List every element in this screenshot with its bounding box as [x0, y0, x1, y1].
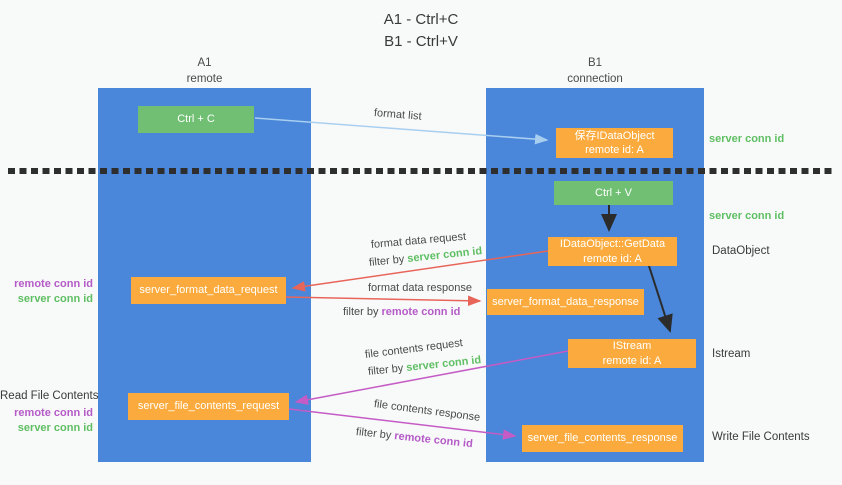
annotation-remote-conn-id: remote conn id	[14, 278, 93, 290]
node-save-idataobject-line1: 保存IDataObject	[574, 129, 655, 142]
node-server-file-contents-request: server_file_contents_request	[128, 393, 289, 420]
annotation-read-file-contents: Read File Contents	[0, 390, 99, 402]
filter-prefix: filter by	[355, 426, 395, 442]
annotation-dataobject: DataObject	[712, 245, 770, 257]
node-idataobject-getdata-line2: remote id: A	[583, 252, 642, 265]
node-server-format-data-response-label: server_format_data_response	[492, 295, 639, 308]
title-line-1: A1 - Ctrl+C	[383, 11, 459, 28]
filter-highlight-remote-conn-id: remote conn id	[393, 430, 474, 451]
label-file-contents-response: file contents response	[373, 398, 481, 424]
node-server-format-data-request: server_format_data_request	[131, 277, 286, 304]
lane-b1-title: B1	[587, 57, 603, 69]
node-ctrl-v-label: Ctrl + V	[595, 186, 632, 199]
diagram-title: A1 - Ctrl+C B1 - Ctrl+V	[0, 9, 842, 53]
node-save-idataobject-line2: remote id: A	[585, 144, 644, 156]
lane-header-b1: B1 connection	[486, 56, 704, 87]
filter-prefix: filter by	[368, 253, 408, 269]
lane-a1-title: A1	[197, 57, 212, 69]
lane-b1-subtitle: connection	[567, 72, 623, 85]
annotation-write-file-contents: Write File Contents	[712, 431, 810, 443]
lane-header-a1: A1 remote	[98, 56, 311, 87]
annotation-conn-ids-format: remote conn id server conn id	[0, 277, 93, 307]
arrow-format-data-response	[285, 295, 482, 307]
annotation-conn-ids-file: remote conn id server conn id	[0, 406, 93, 436]
node-ctrl-c-label: Ctrl + C	[177, 113, 215, 126]
node-server-format-data-response: server_format_data_response	[487, 289, 644, 315]
node-server-file-contents-request-label: server_file_contents_request	[137, 400, 280, 413]
annotation-server-conn-id-mid: server conn id	[709, 210, 785, 222]
node-ctrl-v: Ctrl + V	[554, 181, 673, 205]
node-server-format-data-request-label: server_format_data_request	[139, 284, 278, 297]
node-save-idataobject: 保存IDataObject remote id: A	[556, 128, 673, 158]
title-line-2: B1 - Ctrl+V	[384, 32, 458, 50]
node-server-file-contents-response: server_file_contents_response	[522, 425, 683, 452]
node-ctrl-c: Ctrl + C	[138, 106, 254, 133]
filter-highlight-server-conn-id: server conn id	[406, 245, 483, 265]
node-istream-line1: IStream	[612, 340, 652, 353]
label-file-contents-response-filter: filter by remote conn id	[355, 426, 473, 450]
annotation-server-conn-id: server conn id	[17, 421, 93, 434]
node-istream-line2: remote id: A	[602, 354, 662, 367]
label-format-data-response: format data response	[368, 282, 472, 294]
annotation-server-conn-id-top: server conn id	[709, 133, 785, 145]
node-idataobject-getdata-line1: IDataObject::GetData	[559, 238, 666, 251]
filter-prefix: filter by	[343, 306, 382, 318]
annotation-istream: Istream	[712, 348, 751, 360]
node-idataobject-getdata: IDataObject::GetData remote id: A	[548, 237, 677, 266]
annotation-server-conn-id: server conn id	[17, 292, 93, 305]
filter-highlight-server-conn-id: server conn id	[405, 354, 482, 374]
annotation-remote-conn-id: remote conn id	[14, 407, 93, 419]
node-server-file-contents-response-label: server_file_contents_response	[527, 432, 678, 445]
label-format-list: format list	[373, 107, 423, 123]
filter-prefix: filter by	[367, 362, 407, 378]
lane-a1-subtitle: remote	[186, 72, 223, 85]
label-format-data-response-filter: filter by remote conn id	[343, 306, 460, 318]
node-istream: IStream remote id: A	[568, 339, 696, 368]
filter-highlight-remote-conn-id: remote conn id	[381, 306, 461, 318]
